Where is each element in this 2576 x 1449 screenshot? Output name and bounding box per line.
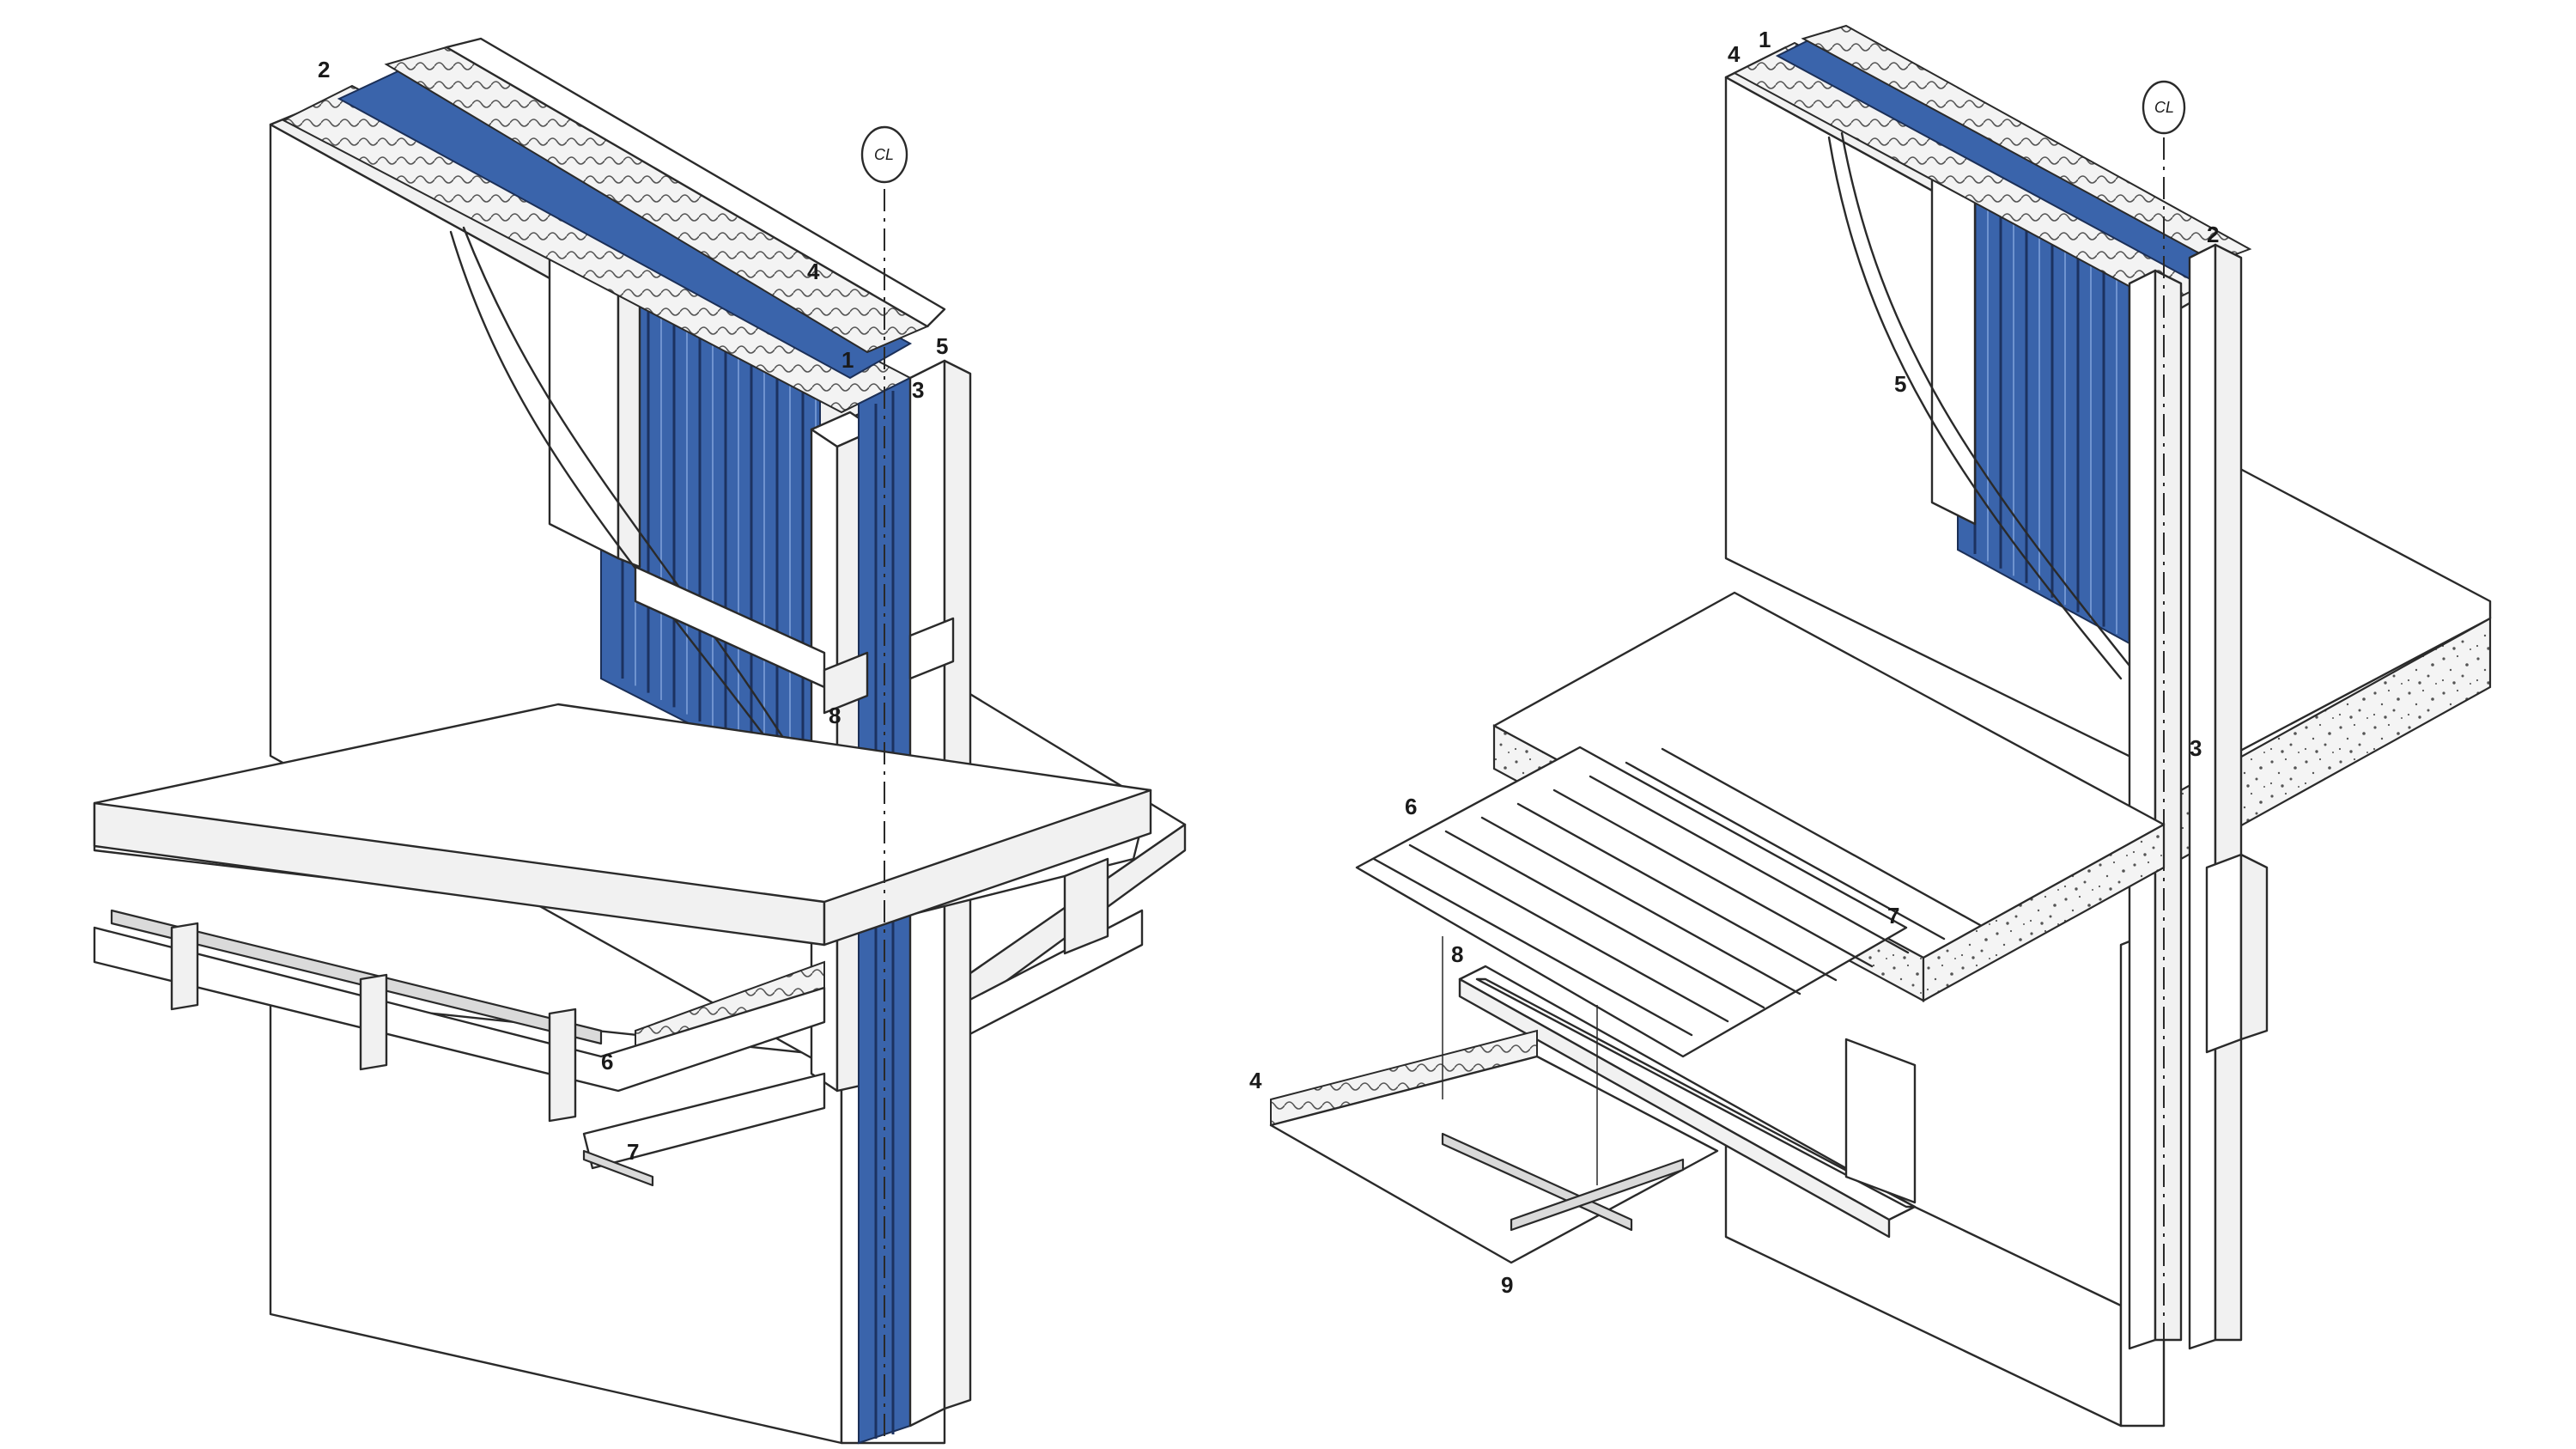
- left-centerline-label: CL: [874, 146, 894, 163]
- right-callouts: 4 1 2 5 3 6 7 8 4 9: [1249, 27, 2219, 1298]
- left-detail: CL 2 4 1 5 3 8 6 7: [93, 37, 1187, 1445]
- right-detail: CL: [1249, 24, 2492, 1428]
- left-callout-4: 4: [807, 259, 820, 284]
- left-joists: [110, 857, 1109, 1187]
- left-callout-3: 3: [912, 377, 924, 403]
- right-callout-4-top: 4: [1728, 41, 1741, 67]
- right-callout-8: 8: [1451, 941, 1463, 967]
- deck-rib: [1516, 802, 1838, 982]
- right-callout-2: 2: [2207, 222, 2219, 247]
- deck-rib: [1480, 816, 1801, 995]
- left-blocking: [634, 565, 955, 715]
- deck-rib: [1444, 830, 1765, 1009]
- deck-rib: [1552, 788, 1874, 968]
- deck-rib: [1372, 857, 1693, 1037]
- right-callout-9: 9: [1501, 1272, 1513, 1298]
- right-steel-column: [2205, 853, 2269, 1054]
- left-callout-7: 7: [627, 1139, 639, 1165]
- right-callout-6: 6: [1405, 794, 1417, 819]
- left-top-edge: [281, 37, 946, 414]
- left-centerline-marker: [860, 125, 908, 184]
- right-callout-1: 1: [1759, 27, 1771, 52]
- right-peel-curve: [1827, 136, 2123, 680]
- deck-rib: [1408, 843, 1729, 1023]
- right-centerline-label: CL: [2154, 99, 2174, 116]
- left-peel-curve: [449, 230, 826, 818]
- right-callout-3: 3: [2190, 735, 2202, 761]
- deck-rib: [1661, 747, 1982, 927]
- left-callout-8: 8: [829, 703, 841, 728]
- right-sound-insulation: [1930, 170, 2148, 654]
- right-ceiling: [1269, 936, 1719, 1264]
- right-centerline-marker: [2142, 80, 2186, 135]
- right-studs: CL: [2128, 80, 2243, 1426]
- left-centerline: CL: [860, 125, 908, 1443]
- right-callout-7: 7: [1887, 903, 1899, 928]
- right-metal-deck: [1355, 746, 1982, 1058]
- left-floor-slab: [93, 703, 1152, 1170]
- left-callout-5: 5: [936, 333, 948, 359]
- right-steel-beam: [1458, 965, 1917, 1239]
- right-callout-5: 5: [1894, 371, 1906, 397]
- right-top-edge: [1732, 24, 2252, 307]
- left-callout-6: 6: [601, 1049, 613, 1075]
- left-callouts: 2 4 1 5 3 8 6 7: [318, 57, 948, 1165]
- right-deck-ribs: [1372, 747, 1982, 1037]
- deck-rib: [1589, 775, 1910, 954]
- deck-rib: [1625, 761, 1946, 941]
- left-callout-2: 2: [318, 57, 330, 82]
- right-callout-4-bottom: 4: [1249, 1068, 1262, 1093]
- left-callout-1: 1: [841, 347, 854, 373]
